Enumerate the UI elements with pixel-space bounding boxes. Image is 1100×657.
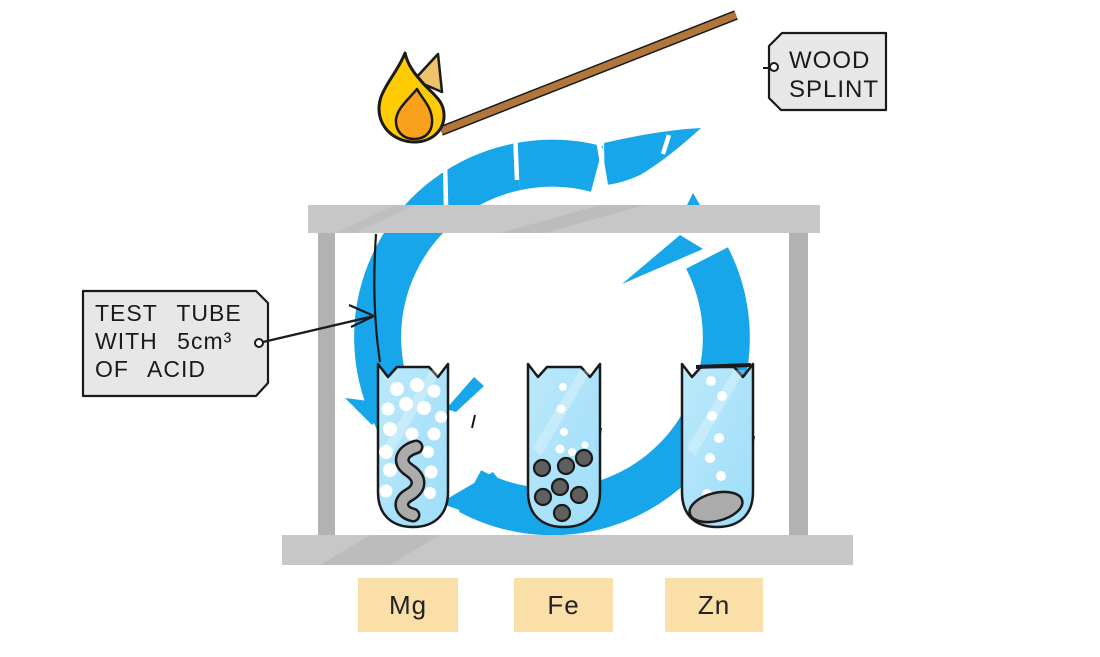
logo-arc-top bbox=[511, 139, 604, 192]
logo-arrowhead bbox=[440, 472, 528, 527]
test-tube-zn bbox=[680, 362, 755, 529]
stand-top-bar bbox=[308, 205, 820, 233]
test-tube-label: TEST TUBE WITH 5cm³ OF ACID bbox=[95, 299, 242, 383]
tag-hole bbox=[769, 62, 779, 72]
iron-filings bbox=[532, 448, 594, 523]
bubbles bbox=[379, 378, 447, 499]
test-tube-label-line1: TEST TUBE bbox=[95, 300, 242, 326]
test-tube-tag bbox=[81, 289, 270, 398]
test-tube-label-line2: WITH 5cm³ bbox=[95, 328, 233, 354]
bottom-bar-sheen bbox=[320, 535, 440, 565]
wood-splint-label-line1: WOOD bbox=[789, 47, 871, 74]
magnesium-ribbon bbox=[397, 442, 423, 520]
logo-spike bbox=[622, 235, 703, 284]
metal-label-zn: Zn bbox=[665, 578, 763, 632]
wood-splint-tag bbox=[763, 31, 888, 112]
acid-liquid bbox=[680, 362, 755, 529]
stand-right-post bbox=[789, 233, 808, 536]
test-tube-stand bbox=[282, 205, 853, 565]
tube-rim bbox=[695, 363, 752, 369]
stand-left-post bbox=[318, 233, 335, 536]
wood-splint-label: WOOD SPLINT bbox=[789, 46, 879, 104]
logo-wing bbox=[604, 128, 701, 185]
top-bar-sheen-2 bbox=[335, 205, 415, 233]
logo-slits bbox=[442, 130, 672, 207]
tag-hole bbox=[254, 338, 264, 348]
metal-label-mg: Mg bbox=[358, 578, 458, 632]
zinc-lump bbox=[688, 490, 744, 524]
test-tube-fe bbox=[526, 362, 602, 529]
logo-wedge bbox=[446, 377, 484, 412]
pointer-arrow bbox=[262, 303, 375, 344]
flame-icon bbox=[377, 51, 446, 144]
test-tube-mg bbox=[376, 362, 450, 529]
tube-wall-line bbox=[373, 233, 382, 363]
wood-splint-assembly bbox=[377, 10, 738, 144]
metal-label-fe: Fe bbox=[514, 578, 613, 632]
bubbles bbox=[702, 376, 727, 499]
test-tube-label-line3: OF ACID bbox=[95, 356, 207, 382]
top-bar-sheen bbox=[500, 205, 645, 233]
acid-liquid bbox=[526, 362, 602, 529]
wood-splint-stick bbox=[439, 11, 738, 135]
wood-splint-label-line2: SPLINT bbox=[789, 76, 880, 103]
glass-highlight bbox=[383, 370, 441, 456]
logo-peak bbox=[687, 193, 700, 205]
stand-bottom-bar bbox=[282, 535, 853, 565]
